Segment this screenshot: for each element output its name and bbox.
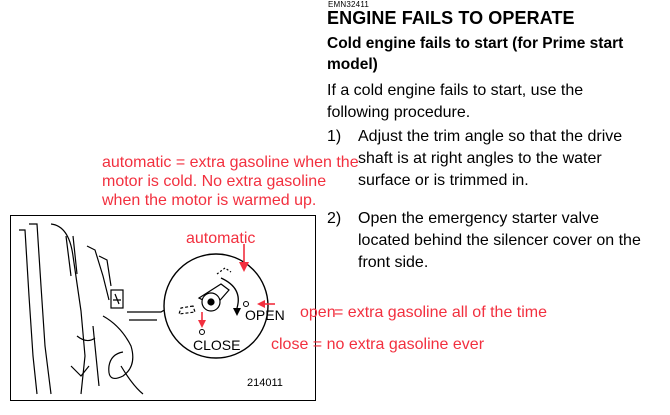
automatic-label: automatic [186,230,256,247]
intro-paragraph: If a cold engine fails to start, use the… [327,80,647,124]
open-label: OPEN [245,307,285,323]
automatic-note-line2: motor is cold. No extra gasoline [102,173,327,190]
step-1-number: 1) [327,128,342,145]
valve-illustration [19,223,275,395]
step-2-number: 2) [327,210,342,227]
subsection-heading: Cold engine fails to start (for Prime st… [327,35,624,73]
automatic-note-line1: automatic = extra gasoline when the [102,154,359,171]
document-code: EMN32411 [328,0,370,9]
open-note-prefix: open [300,304,336,321]
close-note: close = no extra gasoline ever [271,336,485,353]
step-2-text: Open the emergency starter valve located… [358,210,641,271]
automatic-note-line3: when the motor is warmed up. [102,192,317,209]
close-label: CLOSE [193,337,241,353]
valve-illustration-frame: automatic OPEN CLOSE 214011 [10,215,316,401]
section-heading: ENGINE FAILS TO OPERATE [327,8,575,28]
open-note: = extra gasoline all of the time [334,304,548,321]
figure-number: 214011 [247,377,283,389]
step-1-text: Adjust the trim angle so that the drive … [358,128,623,189]
intro-text: If a cold engine fails to start, use the… [327,82,584,121]
